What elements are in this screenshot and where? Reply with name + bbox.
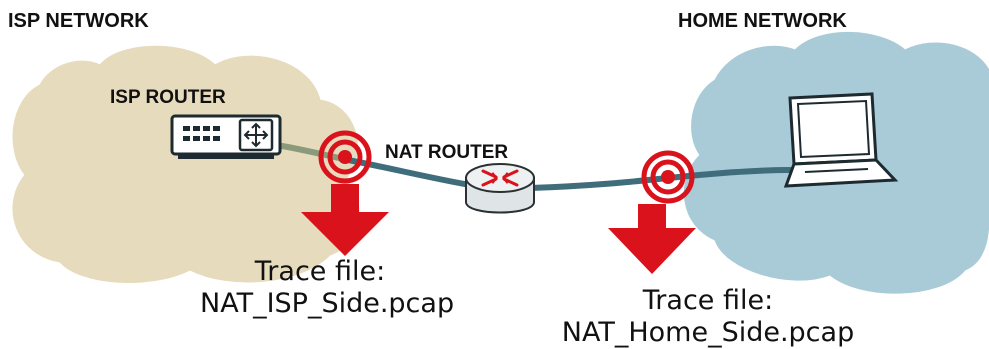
isp-network-title: ISP NETWORK: [8, 10, 149, 32]
laptop-icon: [783, 92, 899, 188]
isp-router-label: ISP ROUTER: [110, 87, 226, 108]
capture-point-icon: [641, 150, 695, 204]
home-side-trace-caption: Trace file: NAT_Home_Side.pcap: [548, 285, 868, 349]
trace-file-name: NAT_ISP_Side.pcap: [200, 288, 455, 319]
isp-side-trace-caption: Trace file: NAT_ISP_Side.pcap: [200, 256, 455, 320]
download-arrow-icon: [608, 204, 696, 274]
isp-router-icon: [170, 114, 282, 159]
capture-point-icon: [318, 130, 372, 184]
nat-router-label: NAT ROUTER: [385, 142, 509, 163]
isp-nat-link: [345, 157, 473, 188]
download-arrow-icon: [301, 184, 389, 256]
isp-network-cloud: [12, 45, 360, 283]
trace-file-name: NAT_Home_Side.pcap: [561, 317, 855, 348]
home-network-title: HOME NETWORK: [678, 10, 847, 32]
nat-router-icon: [465, 163, 535, 214]
trace-file-label: Trace file:: [642, 285, 774, 316]
trace-file-label: Trace file:: [254, 256, 386, 287]
